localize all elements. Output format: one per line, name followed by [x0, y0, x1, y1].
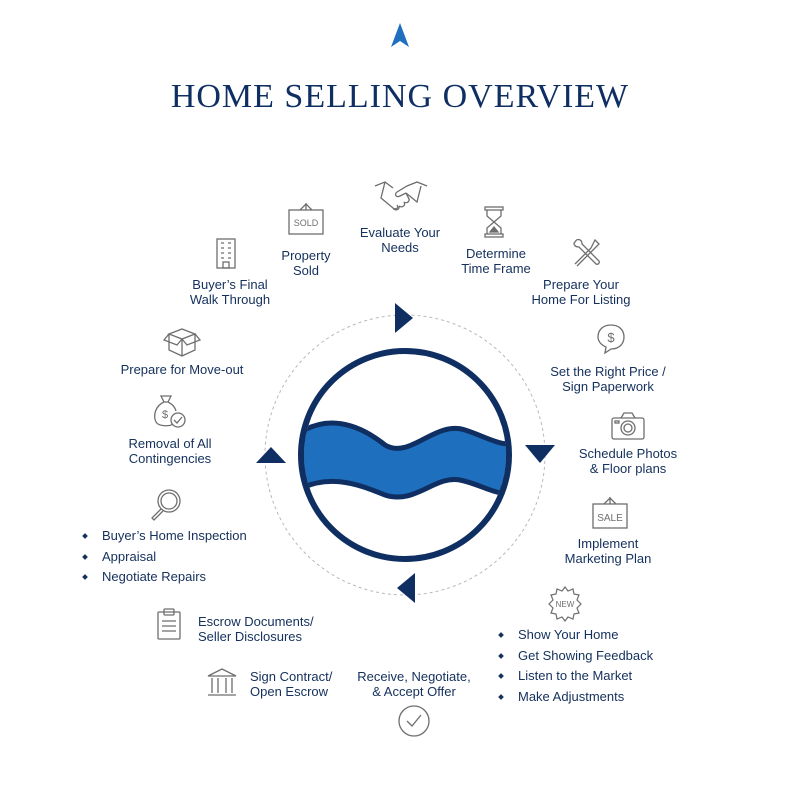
svg-text:$: $	[607, 330, 615, 345]
list-item: Show Your Home	[496, 625, 653, 646]
logo-arrow-icon	[390, 22, 410, 48]
tools-icon	[571, 236, 603, 268]
box-icon	[163, 322, 201, 358]
step-contingencies: Removal of All Contingencies	[128, 436, 212, 466]
step-price: Set the Right Price / Sign Paperwork	[550, 364, 666, 394]
handshake-icon	[373, 178, 429, 212]
money-bag-check-icon: $	[151, 394, 187, 430]
list-item: Make Adjustments	[496, 687, 653, 708]
step-photos: Schedule Photos & Floor plans	[578, 446, 678, 476]
list-item: Negotiate Repairs	[80, 567, 247, 588]
svg-text:SOLD: SOLD	[294, 218, 319, 228]
arrow-bottom	[397, 573, 415, 603]
arrow-top	[395, 303, 413, 333]
building-icon	[215, 237, 237, 269]
step-marketing: Implement Marketing Plan	[564, 536, 652, 566]
bank-icon	[206, 667, 238, 697]
step-prepare: Prepare Your Home For Listing	[531, 277, 631, 307]
list-item: Buyer’s Home Inspection	[80, 526, 247, 547]
arrow-left	[256, 447, 286, 463]
list-item: Appraisal	[80, 547, 247, 568]
step-show-list: Show Your Home Get Showing Feedback List…	[496, 625, 653, 707]
step-inspection-list: Buyer’s Home Inspection Appraisal Negoti…	[80, 526, 247, 588]
page-title: HOME SELLING OVERVIEW	[170, 78, 630, 115]
new-badge-icon: NEW	[547, 586, 583, 622]
svg-text:$: $	[162, 409, 168, 421]
dollar-bubble-icon: $	[596, 323, 626, 355]
svg-text:NEW: NEW	[556, 600, 575, 609]
cycle-diagram	[250, 300, 560, 610]
clipboard-icon	[156, 608, 182, 640]
step-offer: Receive, Negotiate, & Accept Offer	[357, 669, 471, 699]
list-item: Get Showing Feedback	[496, 646, 653, 667]
step-walkthrough: Buyer’s Final Walk Through	[189, 277, 271, 307]
step-moveout: Prepare for Move-out	[120, 362, 244, 377]
step-evaluate: Evaluate Your Needs	[359, 225, 441, 255]
step-escrow: Escrow Documents/ Seller Disclosures	[198, 614, 314, 644]
list-item: Listen to the Market	[496, 666, 653, 687]
step-sold: Property Sold	[281, 248, 331, 278]
camera-icon	[611, 412, 645, 440]
check-circle-icon	[397, 704, 431, 738]
step-contract: Sign Contract/ Open Escrow	[250, 669, 333, 699]
sale-sign-icon: SALE	[590, 496, 630, 532]
sold-sign-icon: SOLD	[286, 202, 326, 238]
arrow-right	[525, 445, 555, 463]
step-timeframe: Determine Time Frame	[461, 246, 531, 276]
hourglass-icon	[483, 206, 505, 238]
magnifier-icon	[149, 488, 183, 522]
svg-text:SALE: SALE	[597, 513, 623, 524]
